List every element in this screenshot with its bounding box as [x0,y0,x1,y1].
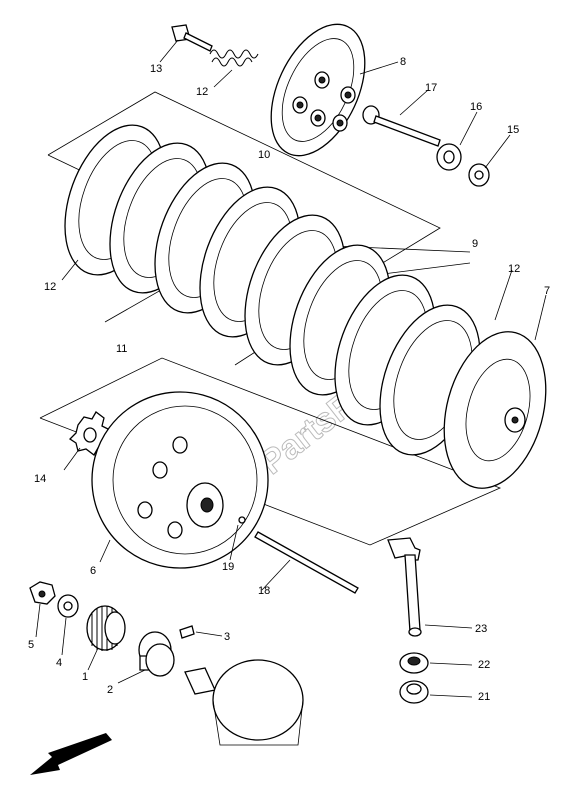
callout-4: 4 [56,657,62,669]
ball-20 [238,516,246,524]
washer-4 [57,594,79,618]
callout-23: 23 [475,623,487,635]
callout-labels: 13 12 8 17 16 15 10 9 12 12 7 11 14 6 19… [28,56,550,703]
key-3 [179,625,195,639]
callout-22: 22 [478,659,490,671]
callout-2: 2 [107,684,113,696]
callout-17: 16 [470,101,482,113]
callout-3: 3 [224,631,230,643]
callout-20: 19 [222,561,234,573]
callout-9: 9 [472,238,478,250]
callout-1: 1 [82,671,88,683]
oil-seal-22 [399,652,429,674]
bolt-14 [171,24,213,52]
callout-13: 12 [196,86,208,98]
push-lever-shaft-23 [387,537,422,637]
callout-14: 13 [150,63,162,75]
callout-18: 17 [425,82,437,94]
spacer-2 [138,631,175,677]
callout-16: 15 [507,124,519,136]
leader-lines [35,39,547,698]
clutch-plate-stack [64,124,481,456]
callout-10: 10 [258,149,270,161]
callout-7: 7 [544,285,550,297]
callout-5: 5 [28,639,34,651]
front-direction-arrow [30,733,112,775]
callout-15: 14 [34,473,46,485]
gear-1 [86,605,126,651]
main-shaft [184,659,304,746]
callout-6: 6 [90,565,96,577]
pressure-plate [270,23,366,157]
clutch-housing-6 [91,391,269,569]
callout-12-left: 12 [44,281,56,293]
nut-5 [29,581,56,605]
callout-19: 18 [258,585,270,597]
washer-16 [468,163,490,187]
callout-11: 11 [116,343,127,355]
callout-8: 8 [400,56,406,68]
spring-13 [209,49,259,67]
push-rod-19 [254,531,359,594]
clutch-boss-7 [443,331,547,489]
callout-21: 21 [478,691,490,703]
callout-12-right: 12 [508,263,520,275]
bearing-17 [436,143,462,171]
push-rod-18 [362,105,441,147]
bearing-21 [399,680,429,704]
